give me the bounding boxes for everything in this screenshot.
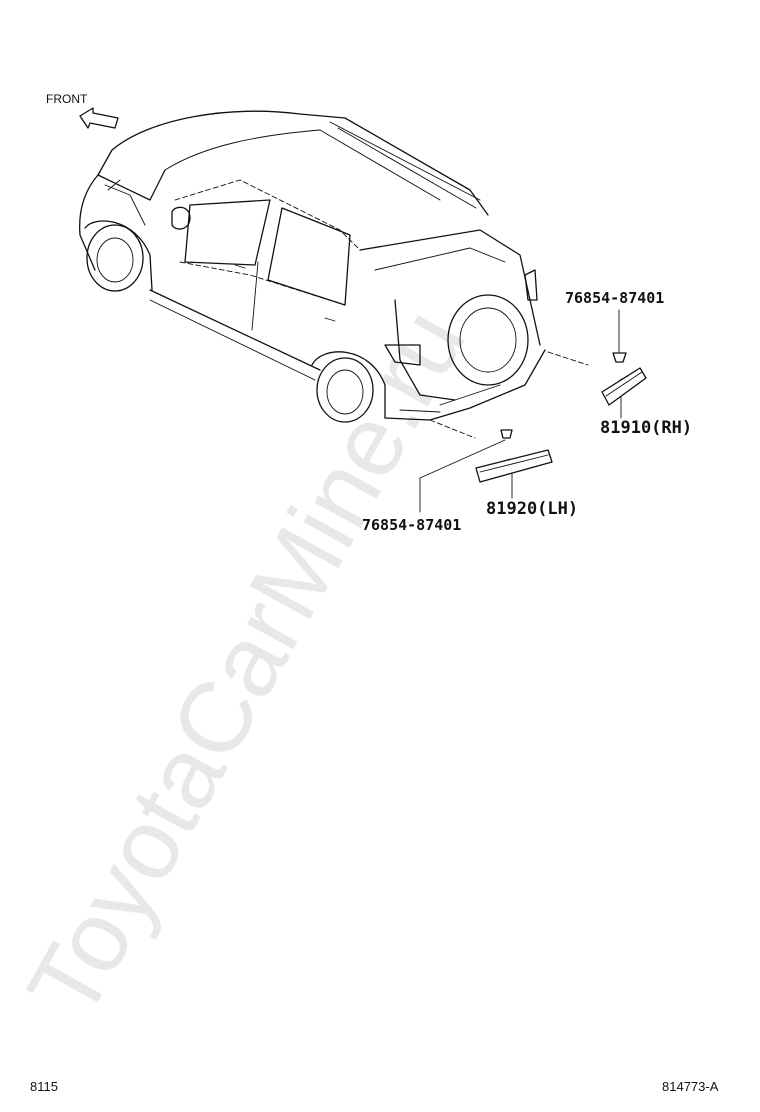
page-code: 8115 <box>30 1079 58 1094</box>
lh-reflector-assembly <box>419 419 553 513</box>
rh-reflector-assembly <box>547 309 647 419</box>
lh-leader-dashed <box>429 419 476 439</box>
part-number-clip-lh: 76854-87401 <box>362 516 461 534</box>
lh-reflector-icon <box>475 449 553 483</box>
figure-code: 814773-A <box>662 1079 719 1094</box>
front-direction-arrow-icon <box>79 107 119 129</box>
vehicle-illustration <box>79 110 546 423</box>
part-number-reflector-lh: 81920(LH) <box>486 499 578 519</box>
lh-clip-icon <box>500 429 513 439</box>
front-label: FRONT <box>46 92 88 106</box>
rh-leader-dashed <box>547 351 589 366</box>
part-number-reflector-rh: 81910(RH) <box>600 418 692 438</box>
part-number-clip-rh: 76854-87401 <box>565 289 664 307</box>
rh-clip-icon <box>612 352 627 363</box>
watermark-text: ToyotaCarMine.ru <box>6 291 487 1036</box>
lh-clip-leader <box>419 439 506 513</box>
